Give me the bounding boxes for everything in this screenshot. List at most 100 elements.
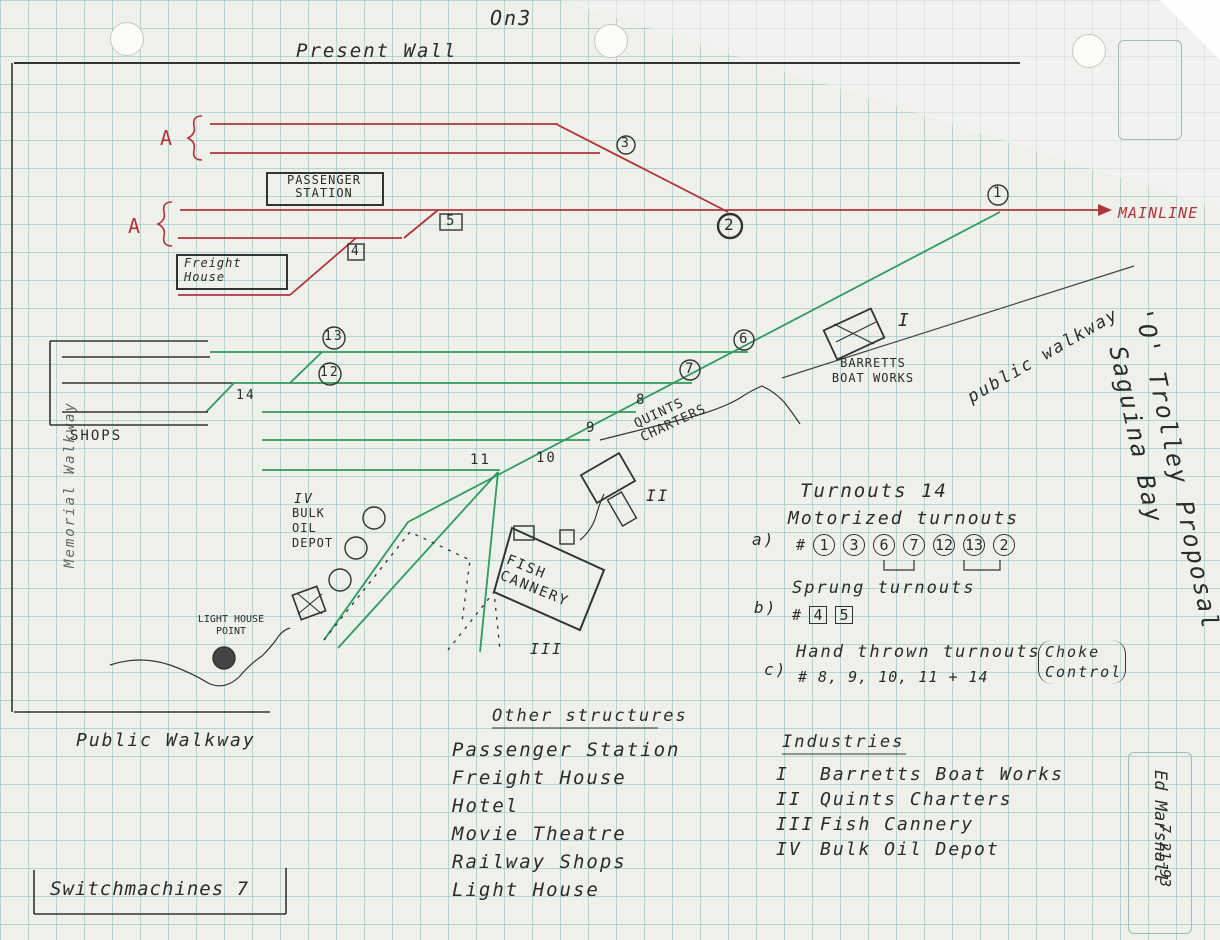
oil-tank-3 bbox=[328, 568, 352, 592]
bracket-a-bottom bbox=[156, 201, 173, 247]
mainline-arrow bbox=[1098, 204, 1112, 216]
industry-num: III bbox=[776, 814, 815, 835]
roman-III-label: III bbox=[530, 640, 564, 658]
industries-heading: Industries bbox=[782, 732, 905, 752]
industry-num: II bbox=[776, 789, 802, 810]
paper-stamp-top bbox=[1118, 40, 1182, 140]
switchmachines-label: Switchmachines 7 bbox=[50, 878, 250, 900]
bulk-oil-label: BULK OIL DEPOT bbox=[292, 506, 334, 550]
turnouts-a-label: a) bbox=[752, 530, 776, 549]
industry-name: Quints Charters bbox=[820, 789, 1013, 810]
turnouts-heading: Turnouts 14 bbox=[800, 480, 948, 502]
turnouts-c-label: c) bbox=[764, 660, 788, 679]
quints-dock bbox=[606, 491, 638, 527]
turnouts-b-label: b) bbox=[754, 598, 778, 617]
turnout-4-label: 4 bbox=[351, 244, 361, 259]
industry-row: III Fish Cannery bbox=[776, 814, 1064, 835]
turnout-13-circle bbox=[322, 326, 346, 350]
other-structures-list: Passenger Station Freight House Hotel Mo… bbox=[452, 738, 680, 903]
signature-date: 7-21-93 bbox=[1156, 824, 1174, 888]
barretts-building bbox=[822, 307, 886, 361]
pier-outline-oil bbox=[323, 531, 471, 641]
green-turnout-14 bbox=[205, 382, 235, 413]
hash-mark: # bbox=[796, 536, 806, 554]
bracket-a-top bbox=[186, 115, 203, 161]
turnout-b-item: 4 bbox=[809, 606, 828, 624]
green-lower-diagonal bbox=[323, 521, 409, 641]
turnout-2-label: 2 bbox=[724, 215, 736, 234]
quints-building bbox=[579, 451, 637, 505]
oil-tank-2 bbox=[344, 536, 368, 560]
structure-item: Freight House bbox=[452, 767, 627, 789]
industry-row: IV Bulk Oil Depot bbox=[776, 839, 1064, 860]
turnout-1-label: 1 bbox=[993, 185, 1004, 201]
barretts-label: BARRETTS BOAT WORKS bbox=[831, 356, 915, 385]
passenger-station-label: PASSENGER STATION bbox=[286, 173, 362, 200]
punch-hole-right bbox=[1072, 34, 1106, 68]
industry-name: Barretts Boat Works bbox=[820, 764, 1064, 785]
turnout-2-circle bbox=[716, 212, 744, 240]
turnout-5-label: 5 bbox=[446, 213, 457, 229]
fish-cannery-building bbox=[492, 526, 606, 632]
turnout-a-item: 2 bbox=[993, 534, 1016, 556]
turnout-a-item: 7 bbox=[903, 534, 926, 556]
industries-list: I Barretts Boat Works II Quints Charters… bbox=[776, 764, 1064, 860]
turnout-a-item: 6 bbox=[873, 534, 896, 556]
shops-label: SHOPS bbox=[70, 428, 123, 444]
turnout-4-box bbox=[347, 243, 365, 261]
bulk-oil-building bbox=[291, 585, 327, 621]
roman-IV-label: IV bbox=[294, 492, 314, 507]
punch-hole-left bbox=[110, 22, 144, 56]
hash-mark: # bbox=[792, 606, 802, 624]
structure-item: Hotel bbox=[452, 795, 520, 817]
red-turnout-4-diagonal bbox=[289, 237, 357, 296]
diagonal-walkway-line bbox=[781, 265, 1135, 379]
lighthouse-label: LIGHT HOUSE POINT bbox=[197, 614, 265, 637]
turnout-7-label: 7 bbox=[685, 361, 696, 377]
structure-item: Railway Shops bbox=[452, 851, 627, 873]
turnouts-c-title: Hand thrown turnouts bbox=[796, 642, 1041, 662]
lighthouse-symbol bbox=[212, 646, 236, 670]
industry-row: I Barretts Boat Works bbox=[776, 764, 1064, 785]
turnout-9-label: 9 bbox=[586, 420, 597, 436]
turnout-6-label: 6 bbox=[739, 331, 750, 347]
turnout-b-item: 5 bbox=[835, 606, 854, 624]
red-turnout-3-diagonal bbox=[555, 123, 729, 213]
turnout-6-circle bbox=[733, 329, 755, 351]
paper-stamp-bottom bbox=[1128, 752, 1192, 934]
roman-II-label: II bbox=[646, 486, 670, 505]
turnout-a-item: 13 bbox=[963, 534, 986, 556]
present-wall-label: Present Wall bbox=[296, 40, 458, 62]
turnout-8-label: 8 bbox=[636, 392, 647, 408]
green-cannery-spur bbox=[479, 471, 499, 653]
oil-tank-1 bbox=[362, 506, 386, 530]
green-diagonal-2 bbox=[337, 471, 499, 649]
turnout-12-circle bbox=[318, 362, 342, 386]
left-walkway-label: Memorial Walkway bbox=[62, 401, 78, 568]
turnout-3-circle bbox=[616, 135, 636, 155]
other-structures-heading: Other structures bbox=[492, 706, 688, 726]
red-turnout-5-diagonal bbox=[403, 209, 439, 239]
turnouts-c-list: # 8, 9, 10, 11 + 14 bbox=[798, 668, 989, 686]
track-label-a-bottom: A bbox=[128, 214, 143, 238]
industry-name: Fish Cannery bbox=[820, 814, 975, 835]
turnout-7-circle bbox=[679, 359, 701, 381]
scale-label: On3 bbox=[490, 6, 533, 30]
turnout-13-label: 13 bbox=[324, 329, 344, 344]
turnout-14-label: 14 bbox=[236, 388, 256, 403]
turnout-1-circle bbox=[987, 184, 1009, 206]
structure-item: Light House bbox=[452, 879, 600, 901]
structure-item: Passenger Station bbox=[452, 739, 681, 761]
turnouts-b-list: # 4 5 bbox=[792, 606, 854, 624]
structure-item: Movie Theatre bbox=[452, 823, 627, 845]
turnouts-c-note: Choke Control bbox=[1038, 640, 1126, 684]
punch-hole-center bbox=[594, 24, 628, 58]
industry-num: I bbox=[776, 764, 789, 785]
pier-outline-cannery bbox=[447, 590, 501, 651]
green-turnout-13 bbox=[289, 351, 323, 384]
turnout-10-label: 10 bbox=[536, 450, 557, 466]
passenger-station-box bbox=[266, 172, 384, 206]
